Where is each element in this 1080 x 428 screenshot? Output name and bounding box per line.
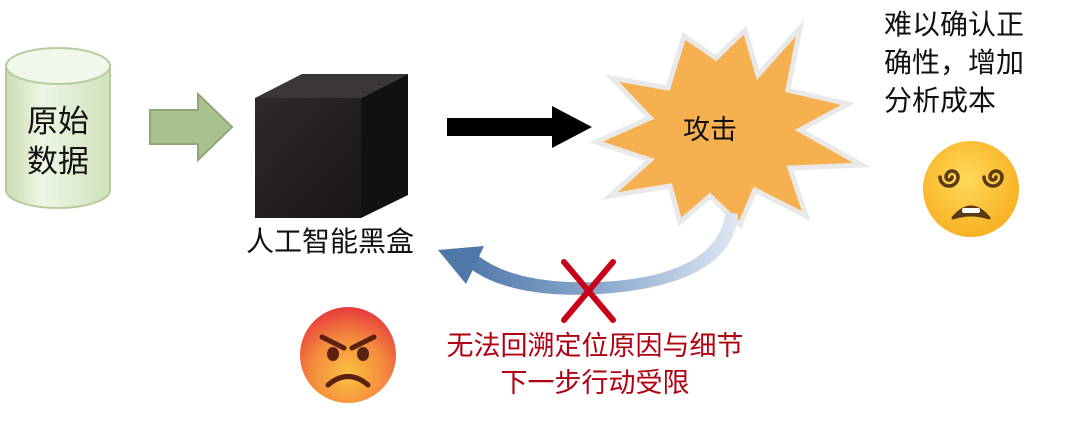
failure-line1: 无法回溯定位原因与细节 <box>446 331 744 362</box>
black-box-label: 人工智能黑盒 <box>245 225 414 258</box>
curved-return-arrow-icon <box>438 212 738 295</box>
arrow-right-icon <box>447 106 592 148</box>
difficulty-line3: 分析成本 <box>884 84 997 117</box>
failure-note: 无法回溯定位原因与细节 下一步行动受限 <box>410 328 780 402</box>
database-cylinder-icon <box>5 47 111 209</box>
dizzy-face-icon <box>923 141 1019 237</box>
angry-face-icon <box>300 307 396 403</box>
explosion-starburst-icon <box>589 19 871 230</box>
difficulty-line1: 难以确认正 <box>884 8 1025 41</box>
arrow-right-icon <box>149 91 234 163</box>
raw-data-label: 原始 数据 <box>10 102 106 182</box>
red-cross-icon <box>561 259 616 323</box>
raw-data-label-line1: 原始 <box>27 104 89 140</box>
attack-label: 攻击 <box>683 115 737 146</box>
black-cube-icon <box>255 74 408 218</box>
raw-data-label-line2: 数据 <box>27 144 89 180</box>
difficulty-line2: 确性，增加 <box>884 46 1025 79</box>
difficulty-note: 难以确认正 确性，增加 分析成本 <box>884 6 1080 120</box>
failure-line2: 下一步行动受限 <box>500 368 690 399</box>
